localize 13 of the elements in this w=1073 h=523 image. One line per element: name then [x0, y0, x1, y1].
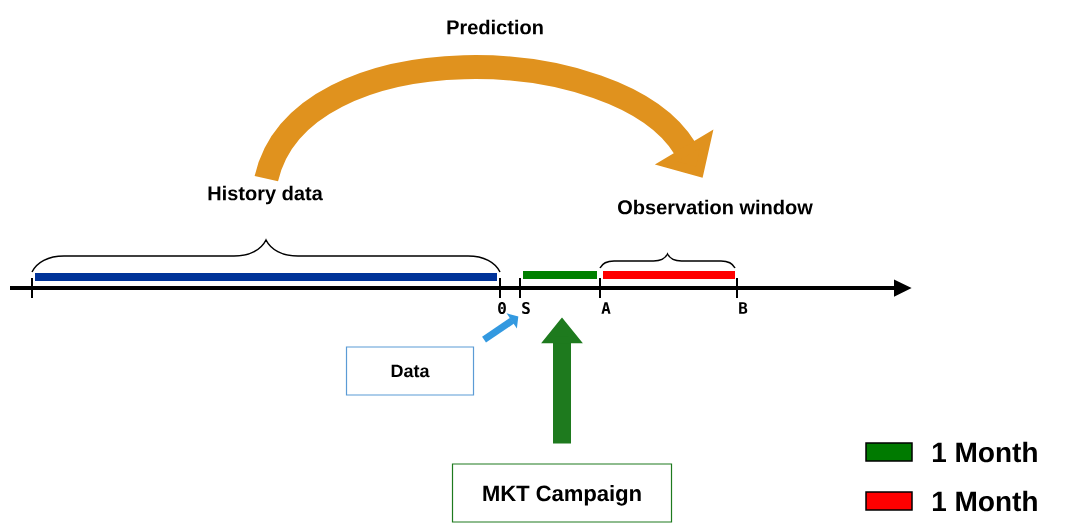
- heading-text: Observation window: [618, 199, 813, 215]
- heading-text: History data: [208, 185, 323, 205]
- legend-label: 1 Month: [932, 441, 1037, 463]
- axis-label: S: [522, 301, 530, 315]
- legend-label: 1 Month: [932, 490, 1037, 512]
- axis-label: B: [739, 302, 748, 314]
- axis-label: 0: [498, 301, 506, 315]
- axis-label: A: [601, 302, 611, 314]
- arrow: [482, 313, 519, 343]
- text-box: MKT Campaign: [451, 463, 673, 523]
- edge-label: Prediction: [445, 18, 545, 36]
- text-box: Data: [345, 346, 475, 396]
- arrow: [255, 55, 714, 184]
